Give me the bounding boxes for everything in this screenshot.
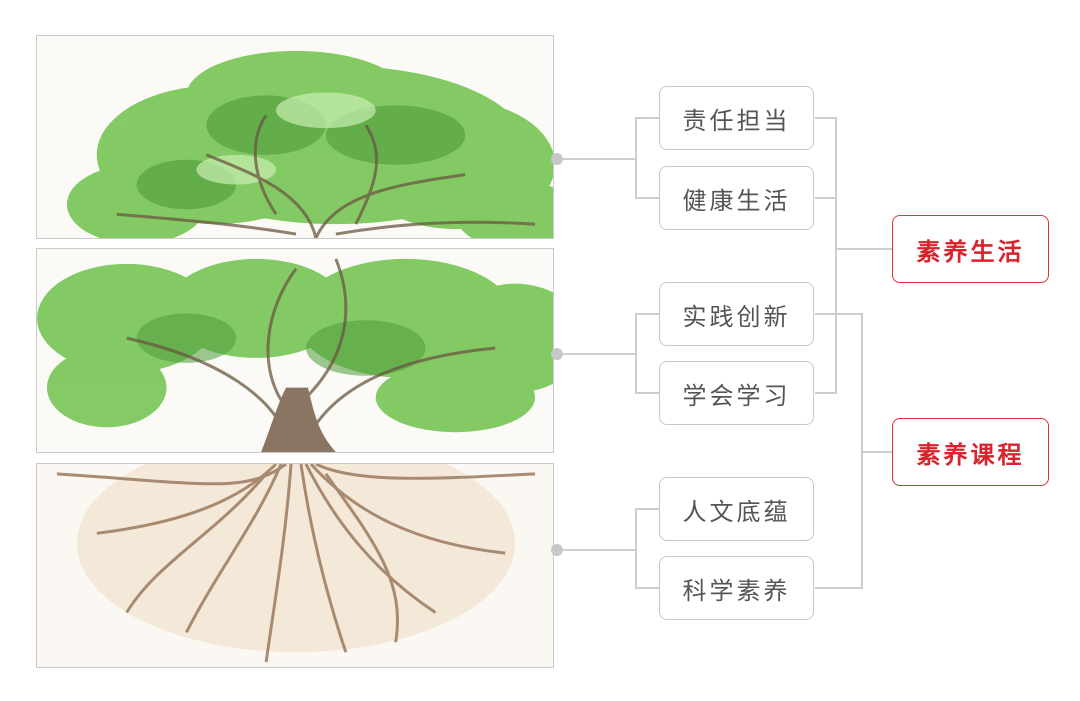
tree-crown-illustration <box>66 50 553 238</box>
tree-trunk-illustration <box>37 258 553 452</box>
tree-trunk-image <box>36 248 554 453</box>
tree-crown-image <box>36 35 554 239</box>
node-responsibility: 责任担当 <box>659 86 814 150</box>
tree-roots-illustration <box>56 464 536 663</box>
node-healthy-living: 健康生活 <box>659 166 814 230</box>
node-humanistic-heritage: 人文底蕴 <box>659 477 814 541</box>
category-literacy-courses: 素养课程 <box>892 418 1049 486</box>
node-scientific-literacy: 科学素养 <box>659 556 814 620</box>
tree-roots-image <box>36 463 554 668</box>
category-literacy-life: 素养生活 <box>892 215 1049 283</box>
node-learning-to-learn: 学会学习 <box>659 361 814 425</box>
node-practice-innovation: 实践创新 <box>659 282 814 346</box>
